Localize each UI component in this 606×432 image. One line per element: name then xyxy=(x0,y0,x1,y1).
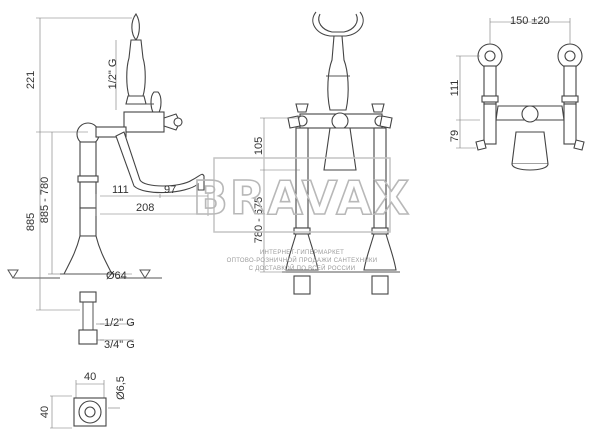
dim-105: 105 xyxy=(253,137,265,155)
dim-221: 221 xyxy=(25,71,37,89)
dim-111-right: 111 xyxy=(449,80,461,97)
dim-40-height: 40 xyxy=(39,406,51,418)
watermark-brand: BRAVAX xyxy=(193,171,412,225)
top-view: 150 ±20 111 79 xyxy=(449,15,585,171)
dim-885-780: 885 - 780 xyxy=(39,177,51,223)
front-view: 105 780 - 675 xyxy=(253,11,400,295)
dim-79: 79 xyxy=(449,130,461,142)
dim-208: 208 xyxy=(136,202,154,214)
watermark-line2: ОПТОВО-РОЗНИЧНОЙ ПРОДАЖИ САНТЕХНИКИ xyxy=(227,256,378,264)
watermark-line3: С ДОСТАВКОЙ ПО ВСЕЙ РОССИИ xyxy=(249,264,356,272)
dim-111-spout: 111 xyxy=(112,184,129,196)
dim-d6-5: Ø6,5 xyxy=(115,376,127,400)
dim-885: 885 xyxy=(25,213,37,231)
dim-97: 97 xyxy=(164,184,176,196)
dim-thread-top: 1/2" G xyxy=(107,59,119,90)
dim-40-width: 40 xyxy=(84,371,96,383)
dim-thread-half: 1/2" G xyxy=(104,317,135,329)
watermark-line1: ИНТЕРНЕТ-ГИПЕРМАРКЕТ xyxy=(260,250,344,256)
dim-d64: Ø64 xyxy=(106,270,127,282)
watermark: BRAVAX ИНТЕРНЕТ-ГИПЕРМАРКЕТ ОПТОВО-РОЗНИ… xyxy=(192,157,412,272)
dim-150: 150 ±20 xyxy=(510,15,550,27)
dim-thread-threequarter: 3/4" G xyxy=(104,339,135,351)
foot-detail: 40 40 Ø6,5 xyxy=(39,371,127,429)
side-view: 221 1/2" G 885 885 - 780 111 97 208 Ø64 … xyxy=(7,13,209,351)
